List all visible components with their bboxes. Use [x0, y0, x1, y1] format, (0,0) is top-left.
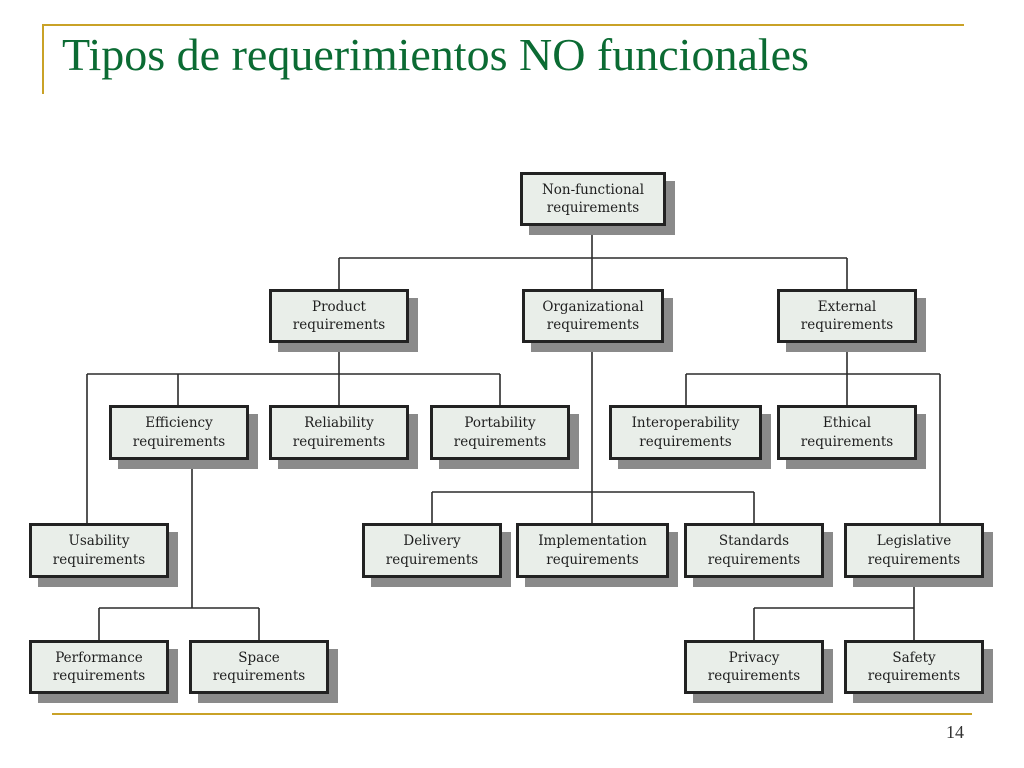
node-usability-label: Usability requirements: [52, 533, 146, 568]
node-performance-label: Performance requirements: [52, 649, 146, 684]
node-organizational-label: Organizational requirements: [542, 298, 644, 333]
node-product-label: Product requirements: [292, 298, 386, 333]
node-interoperability-label: Interoperability requirements: [631, 415, 740, 450]
node-standards-label: Standards requirements: [707, 533, 801, 568]
page-number: 14: [946, 722, 964, 742]
node-space-label: Space requirements: [212, 649, 306, 684]
node-external: External requirements: [777, 289, 917, 343]
node-performance: Performance requirements: [29, 640, 169, 694]
node-delivery: Delivery requirements: [362, 523, 502, 578]
node-privacy: Privacy requirements: [684, 640, 824, 694]
node-implementation: Implementation requirements: [516, 523, 669, 578]
node-external-label: External requirements: [800, 298, 894, 333]
node-usability: Usability requirements: [29, 523, 169, 578]
node-portability-label: Portability requirements: [453, 415, 547, 450]
node-ethical-label: Ethical requirements: [800, 415, 894, 450]
node-safety: Safety requirements: [844, 640, 984, 694]
node-portability: Portability requirements: [430, 405, 570, 460]
title-left-rule: [42, 24, 44, 94]
node-legislative-label: Legislative requirements: [867, 533, 961, 568]
node-organizational: Organizational requirements: [522, 289, 664, 343]
node-product: Product requirements: [269, 289, 409, 343]
slide-title: Tipos de requerimientos NO funcionales: [62, 29, 809, 80]
node-standards: Standards requirements: [684, 523, 824, 578]
title-top-rule: [42, 24, 964, 26]
footer-rule: [52, 713, 972, 715]
node-ethical: Ethical requirements: [777, 405, 917, 460]
node-reliability-label: Reliability requirements: [292, 415, 386, 450]
node-efficiency: Efficiency requirements: [109, 405, 249, 460]
node-safety-label: Safety requirements: [867, 649, 961, 684]
node-non-functional: Non-functional requirements: [520, 172, 666, 226]
node-efficiency-label: Efficiency requirements: [132, 415, 226, 450]
node-space: Space requirements: [189, 640, 329, 694]
node-delivery-label: Delivery requirements: [385, 533, 479, 568]
node-non-functional-label: Non-functional requirements: [541, 181, 645, 216]
node-implementation-label: Implementation requirements: [538, 533, 647, 568]
node-privacy-label: Privacy requirements: [707, 649, 801, 684]
node-legislative: Legislative requirements: [844, 523, 984, 578]
node-reliability: Reliability requirements: [269, 405, 409, 460]
node-interoperability: Interoperability requirements: [609, 405, 762, 460]
